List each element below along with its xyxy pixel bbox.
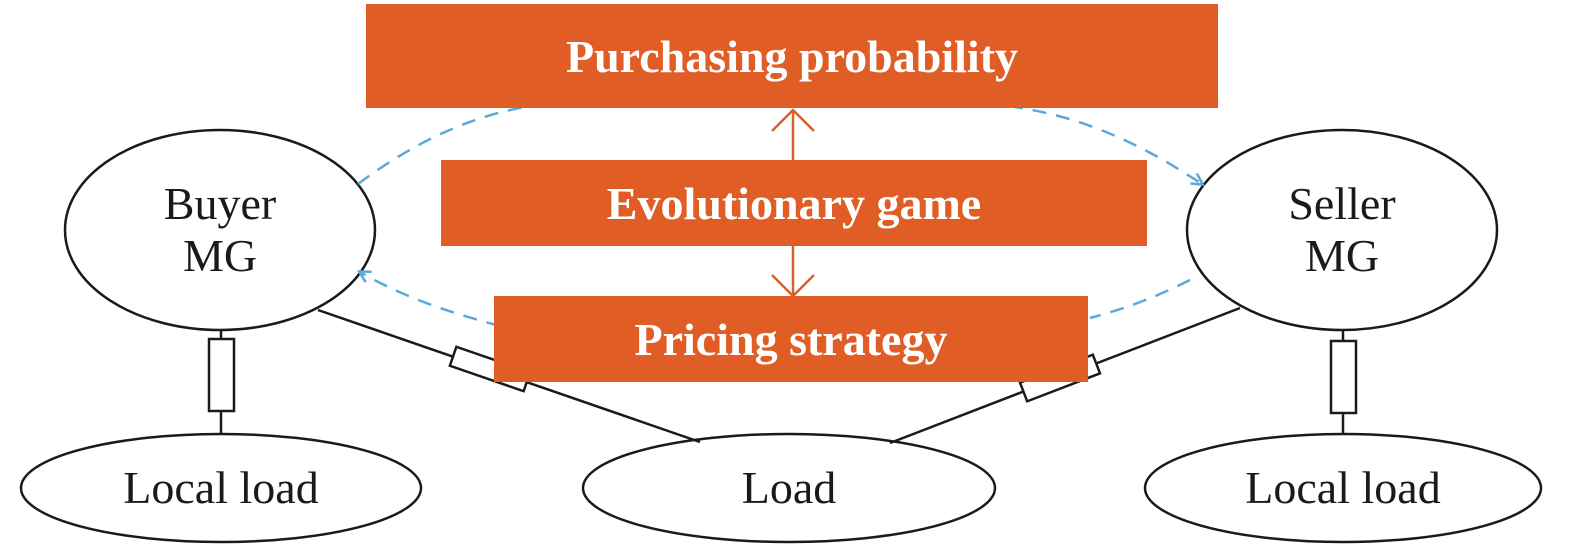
local-load-right-text: Local load (1245, 462, 1441, 514)
local-load-left-label: Local load (41, 458, 401, 518)
buyer-mg-line1: Buyer (163, 178, 277, 230)
double-arrow-top (771, 108, 815, 160)
pricing-strategy-box: Pricing strategy (494, 296, 1088, 382)
purchasing-probability-box: Purchasing probability (366, 4, 1218, 108)
local-load-left-text: Local load (123, 462, 319, 514)
dashed-arrow-seller-to-buyer (360, 272, 1191, 328)
seller-mg-label: Seller MG (1202, 160, 1482, 300)
buyer-mg-label: Buyer MG (80, 160, 360, 300)
pricing-strategy-label: Pricing strategy (634, 313, 948, 365)
left-resistor (207, 337, 236, 413)
seller-mg-line2: MG (1304, 230, 1380, 281)
load-ellipse (581, 432, 997, 544)
double-arrow-bottom (771, 246, 815, 298)
load-label: Load (609, 458, 969, 518)
purchasing-probability-label: Purchasing probability (565, 30, 1019, 82)
evolutionary-game-label: Evolutionary game (606, 177, 982, 229)
local-load-right-label: Local load (1163, 458, 1523, 518)
left-vertical-connection (207, 330, 236, 434)
load-text: Load (741, 462, 837, 514)
right-resistor (1329, 339, 1358, 415)
right-vertical-connection (1329, 330, 1358, 434)
evolutionary-game-box: Evolutionary game (441, 160, 1147, 246)
buyer-mg-line2: MG (182, 230, 258, 281)
seller-mg-line1: Seller (1288, 178, 1396, 230)
